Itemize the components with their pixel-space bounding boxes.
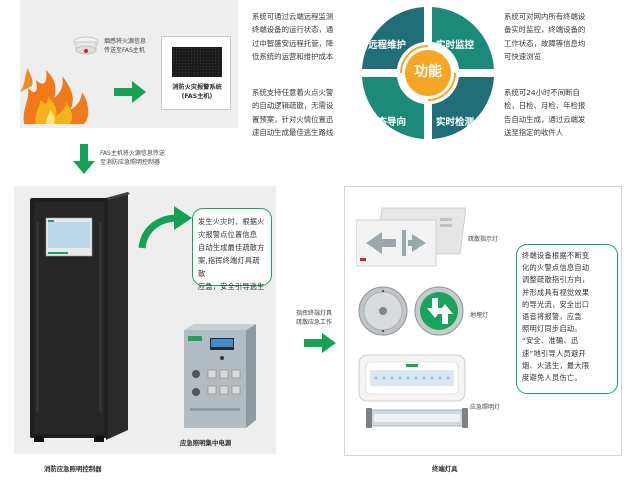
ring-quadrant-top-right bbox=[432, 7, 494, 69]
ring-label-realtime-check: 实时检测 bbox=[436, 117, 475, 128]
power-supply-box bbox=[180, 324, 258, 428]
ring-label-realtime-monitor: 实时监控 bbox=[436, 40, 475, 51]
fas-host-box: 消防火灾报警系统 (FAS主机) bbox=[161, 36, 231, 110]
ring-quadrant-bottom-right bbox=[432, 77, 494, 139]
smoke-detector-icon bbox=[73, 36, 99, 55]
right-text-1: 系统可对网内所有终端设 备实时监控，终端设备的 工作状态，故障等信息均 可快速浏… bbox=[504, 12, 586, 62]
arrow-right-icon bbox=[114, 81, 146, 103]
floor-light-label: 地埋灯 bbox=[470, 312, 489, 319]
curved-arrow-icon bbox=[138, 206, 192, 249]
middle-flow-label: 指挥终端灯具 疏散应急工作 bbox=[296, 310, 333, 326]
controller-caption: 消防应急照明控制器 bbox=[44, 465, 102, 473]
smoke-label: 烟感将火源信息 传送至FAS主机 bbox=[104, 38, 147, 54]
right-text-2: 系统可24小时不间断自 检，日检、月检、年检报 告自动生成，通过云端发 送至指定… bbox=[504, 88, 586, 138]
tube-light bbox=[366, 408, 468, 428]
down-flow-label: FAS主机将火源信息传送 至消防应急照明控制器 bbox=[100, 150, 165, 166]
fas-title: 消防火灾报警系统 (FAS主机) bbox=[172, 84, 222, 100]
terminal-lights-caption: 终端灯具 bbox=[432, 465, 458, 473]
ring-quadrant-bottom-left bbox=[362, 77, 424, 139]
arrow-right-icon-2 bbox=[304, 333, 336, 353]
middle-text-2: 系统支持任意着火点火警 的自动逻辑疏散，无需设 置预案，针对火情位置迅 速自动生… bbox=[252, 88, 334, 138]
function-ring bbox=[362, 7, 494, 139]
ring-label-remote-maintenance: 远程维护 bbox=[368, 40, 407, 51]
ring-label-dynamic-guide: 动态导向 bbox=[368, 117, 407, 128]
sign-light-label: 疏散指示灯 bbox=[468, 236, 499, 243]
floor-light-green bbox=[414, 286, 464, 336]
middle-text-1: 系统可通过云端远程监测 终端设备的运行状态，通 过中智盛安远程托管，降 低系统的… bbox=[252, 12, 334, 62]
controller-cabinet bbox=[28, 192, 134, 442]
left-info-bubble: 发生火灾时，根据火 灾报警点位置信息 自动生成最佳疏散方 案,指挥终端灯具疏散 … bbox=[192, 208, 272, 291]
power-supply-label: 应急照明集中电源 bbox=[180, 439, 232, 447]
fas-screen bbox=[172, 47, 222, 77]
right-info-bubble: 终端设备根据不断变 化的火警点信息自动 调整疏散指引方向， 并形成具有视觉效果 … bbox=[516, 244, 618, 394]
arrow-down-icon bbox=[73, 144, 95, 174]
ring-center-label: 功能 bbox=[414, 64, 442, 80]
evacuation-sign-lights bbox=[356, 207, 466, 267]
emergency-light-panel bbox=[358, 354, 466, 402]
emergency-light-label: 应急照明灯 bbox=[470, 404, 501, 411]
ring-quadrant-top-left bbox=[362, 7, 424, 69]
fire-icon bbox=[20, 68, 89, 124]
floor-light-steel bbox=[358, 286, 408, 336]
